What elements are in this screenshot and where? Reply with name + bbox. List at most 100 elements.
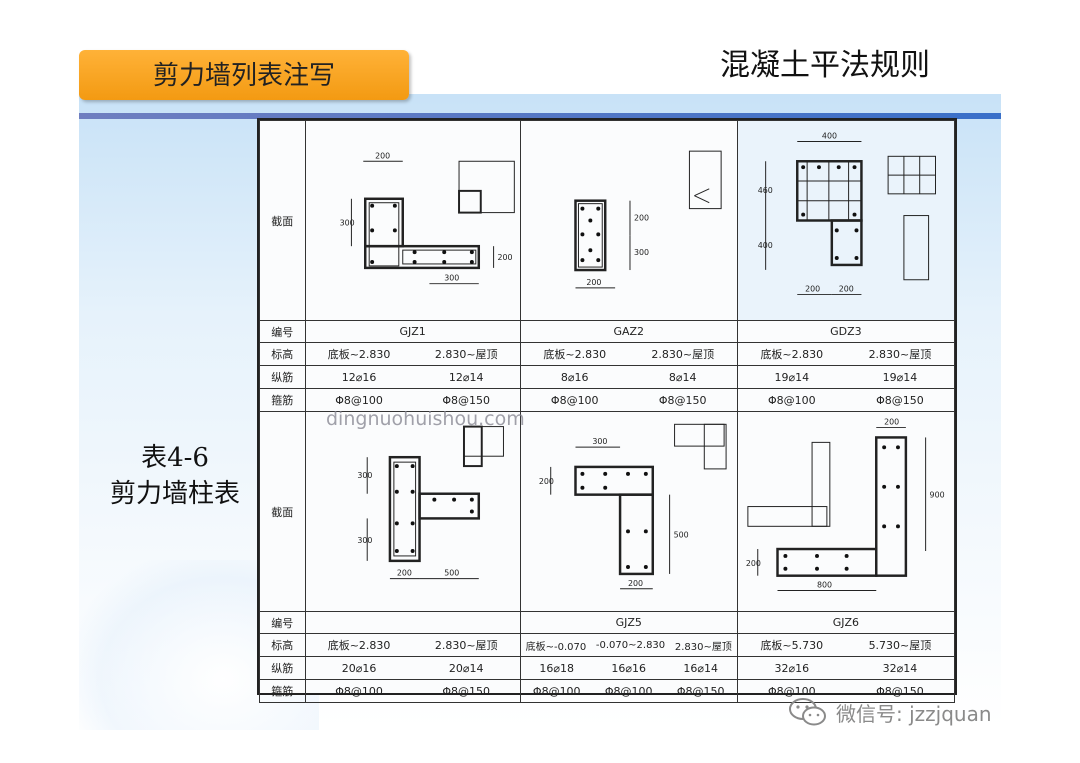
dim-label: 300	[339, 218, 354, 227]
rebar-value: 8⌀16	[560, 370, 589, 384]
elevation-value: 2.830~屋顶	[434, 639, 498, 652]
stirrup-value: Φ8@100	[767, 393, 816, 407]
dim-label: 200	[396, 569, 411, 578]
elevation-value: -0.070~2.830	[595, 639, 666, 651]
dim-label: 300	[634, 248, 649, 257]
column-id: GJZ6	[736, 611, 956, 634]
stirrup-value: Φ8@100	[335, 684, 383, 698]
stirrup-value: Φ8@150	[658, 393, 707, 407]
dim-label: 200	[586, 278, 601, 287]
stirrup-value: Φ8@100	[335, 393, 383, 407]
row-label-elevation: 标高	[259, 633, 306, 657]
row-label-number: 编号	[259, 320, 306, 343]
stirrup-value: Φ8@100	[550, 393, 599, 407]
elevation-value: 2.830~屋顶	[434, 348, 498, 361]
section-drawing-tee: 300 300 200 200 500	[304, 411, 521, 612]
watermark: dingnuohuishou.com	[326, 408, 525, 430]
dim-label: 500	[444, 569, 459, 578]
gjz6-drawing: 200 900 200 800	[746, 418, 944, 591]
wechat-id: 微信号: jzzjquan	[836, 701, 992, 726]
rebar-value: 16⌀18	[539, 661, 575, 675]
section-drawing-gaz2: 200 300 200	[519, 120, 738, 321]
stirrup-value: Φ8@100	[604, 684, 653, 698]
gjz1-drawing: 200 300 200 300	[339, 151, 515, 285]
wechat-icon	[789, 698, 826, 726]
rebar-dots	[580, 471, 648, 569]
column-id: GJZ1	[304, 320, 521, 343]
rebar-value: 16⌀16	[611, 661, 647, 675]
tee-drawing: 300 300 200 200 500	[357, 425, 504, 580]
stirrup-value: Φ8@150	[876, 684, 924, 698]
slide-title: 混凝土平法规则	[720, 48, 930, 83]
stirrup-value: Φ8@150	[442, 684, 491, 698]
dim-label: 200	[375, 151, 390, 160]
rebar-value: 32⌀14	[882, 661, 918, 675]
wall-column-grid: 截面 200 300 200 300	[259, 120, 956, 703]
column-id: GJZ5	[519, 611, 738, 634]
elevation-value: 底板~2.830	[760, 348, 824, 361]
rebar-value: 12⌀14	[448, 370, 484, 384]
wall-column-table: 截面 200 300 200 300	[257, 118, 957, 703]
dim-label: 500	[673, 530, 688, 539]
section-drawing-gdz3: 400 460 400 200 200	[736, 120, 956, 321]
table-caption: 表4-6 剪力墙柱表	[92, 440, 258, 512]
dim-label: 200	[539, 477, 554, 486]
section-drawing-gjz5: 300 200 500 200	[519, 411, 738, 612]
dim-label: 460	[757, 186, 772, 195]
stirrup-value: Φ8@100	[532, 684, 581, 698]
gaz2-drawing: 200 300 200	[574, 150, 722, 289]
rebar-value: 12⌀16	[341, 370, 377, 384]
elevation-value: 底板~5.730	[760, 639, 824, 652]
dim-label: 300	[357, 536, 372, 545]
header-rule	[79, 113, 1001, 119]
dim-label: 800	[817, 581, 832, 590]
dim-label: 200	[805, 285, 820, 294]
rebar-value: 8⌀14	[668, 370, 697, 384]
section-drawing-gjz6: 200 900 200 800	[736, 411, 956, 612]
rebar-value: 19⌀14	[882, 370, 918, 384]
elevation-value: 底板~2.830	[327, 639, 391, 652]
rebar-value: 20⌀16	[341, 661, 377, 675]
dim-label: 400	[822, 132, 837, 141]
dim-label: 300	[444, 274, 459, 283]
stirrup-value: Φ8@150	[442, 393, 491, 407]
dim-label: 200	[884, 418, 899, 427]
elevation-value: 5.730~屋顶	[868, 639, 932, 652]
row-label-stirrup: 箍筋	[259, 388, 306, 412]
dim-label: 200	[746, 559, 761, 568]
elevation-value: 底板~2.830	[543, 348, 607, 361]
elevation-value: 2.830~屋顶	[674, 641, 732, 653]
dim-label: 200	[838, 285, 853, 294]
section-tab: 剪力墙列表注写	[79, 50, 409, 100]
wechat-handle: 微信号: jzzjquan	[788, 696, 992, 728]
elevation-value: 底板~-0.070	[525, 641, 587, 653]
rebar-dots	[580, 206, 601, 263]
rebar-value: 19⌀14	[774, 370, 810, 384]
stirrup-value: Φ8@150	[876, 393, 924, 407]
stirrup-value: Φ8@150	[676, 684, 725, 698]
rebar-dots	[783, 445, 900, 571]
table-caption-number: 表4-6	[141, 443, 209, 473]
stirrup-value: Φ8@100	[767, 684, 816, 698]
dim-label: 200	[497, 253, 512, 262]
column-id: GAZ2	[519, 320, 738, 343]
dim-label: 300	[357, 471, 372, 480]
column-id: GDZ3	[736, 320, 956, 343]
row-label-stirrup: 箍筋	[259, 679, 306, 703]
row-label-section: 截面	[259, 411, 306, 612]
dim-label: 200	[628, 579, 643, 588]
dim-label: 300	[592, 437, 607, 446]
dim-label: 400	[757, 241, 772, 250]
dim-label: 900	[929, 491, 944, 500]
elevation-value: 2.830~屋顶	[868, 348, 932, 361]
row-label-section: 截面	[259, 120, 306, 321]
rebar-value: 16⌀14	[683, 661, 719, 675]
gjz5-drawing: 300 200 500 200	[539, 423, 727, 590]
rebar-dots	[394, 464, 474, 553]
table-caption-title: 剪力墙柱表	[109, 479, 240, 509]
rebar-value: 32⌀16	[774, 661, 810, 675]
elevation-value: 2.830~屋顶	[651, 348, 715, 361]
column-id	[304, 611, 521, 634]
section-tab-label: 剪力墙列表注写	[152, 61, 335, 91]
row-label-number: 编号	[259, 611, 306, 634]
